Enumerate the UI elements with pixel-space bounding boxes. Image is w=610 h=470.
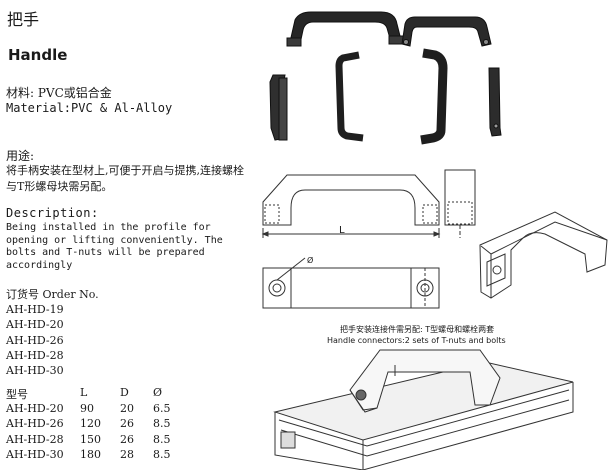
description-text: Being installed in the profile for openi…	[6, 222, 223, 271]
spec-cell: 26	[120, 417, 134, 431]
spec-header-D: D	[120, 386, 129, 399]
assembly-view	[273, 349, 574, 470]
spec-header-L: L	[80, 386, 88, 399]
spec-header-model: 型号	[6, 388, 28, 401]
spec-cell: 28	[120, 447, 134, 461]
spec-cell: 6.5	[153, 402, 171, 415]
order-number: AH-HD-28	[6, 348, 64, 362]
spec-cell: AH-HD-20	[6, 402, 64, 415]
caption-en: Handle connectors:2 sets of T-nuts and b…	[327, 336, 506, 345]
order-number: AH-HD-19	[6, 303, 64, 316]
order-number-list: AH-HD-19 AH-HD-20 AH-HD-26 AH-HD-28 AH-H…	[6, 302, 64, 378]
page-title-en: Handle	[8, 46, 68, 64]
spec-cell: 180	[80, 447, 101, 461]
order-number: AH-HD-30	[6, 364, 64, 378]
technical-drawing	[261, 169, 608, 470]
handle-photo-top-right	[401, 16, 492, 47]
material-cn: 材料: PVC或铝合金	[6, 86, 112, 100]
spec-cell: AH-HD-26	[6, 417, 64, 431]
order-heading: 订货号 Order No.	[6, 288, 99, 301]
table-row: AH-HD-30 180 28 8.5	[6, 448, 183, 463]
side-view	[444, 169, 476, 238]
usage-heading-cn: 用途:	[6, 149, 35, 163]
spec-cell: 20	[120, 402, 134, 415]
caption-cn: 把手安装连接件需另配: T型螺母和螺栓两套	[340, 325, 495, 334]
spec-cell: AH-HD-28	[6, 432, 64, 446]
spec-cell: 150	[80, 432, 101, 446]
table-row: AH-HD-26 120 26 8.5	[6, 417, 183, 432]
handle-photo-top-large	[286, 11, 404, 47]
spec-cell: 8.5	[153, 417, 171, 431]
spec-table-header: 型号 L D Ø	[6, 386, 183, 402]
description-heading: Description:	[6, 206, 99, 220]
page-title-cn: 把手	[7, 10, 40, 29]
front-view	[261, 174, 441, 238]
order-number: AH-HD-20	[6, 318, 64, 332]
handle-photo-side-1	[269, 74, 288, 141]
spec-cell: 8.5	[153, 447, 171, 461]
material-en: Material:PVC & Al-Alloy	[6, 101, 173, 115]
handle-photos	[269, 11, 502, 145]
spec-cell: 26	[120, 432, 134, 446]
table-row: AH-HD-20 90 20 6.5	[6, 402, 183, 417]
isometric-view	[479, 211, 608, 299]
dimension-label-phi: Ø	[307, 256, 314, 265]
spec-cell: 120	[80, 417, 101, 431]
spec-cell: 8.5	[153, 432, 171, 446]
top-view	[262, 257, 440, 309]
handle-photo-side-2	[335, 51, 364, 142]
spec-cell: 90	[80, 402, 94, 415]
spec-header-phi: Ø	[153, 386, 163, 399]
order-number: AH-HD-26	[6, 333, 64, 347]
dimension-label-L: L	[339, 225, 345, 236]
spec-cell: AH-HD-30	[6, 447, 64, 461]
table-row: AH-HD-28 150 26 8.5	[6, 433, 183, 448]
usage-text-cn: 将手柄安装在型材上,可便于开启与提携,连接螺栓与T形螺母块需另配。	[6, 164, 244, 193]
handle-photo-side-3	[420, 48, 448, 145]
spec-table: 型号 L D Ø AH-HD-20 90 20 6.5 AH-HD-26 120…	[6, 386, 183, 463]
handle-photo-side-4	[488, 67, 502, 137]
